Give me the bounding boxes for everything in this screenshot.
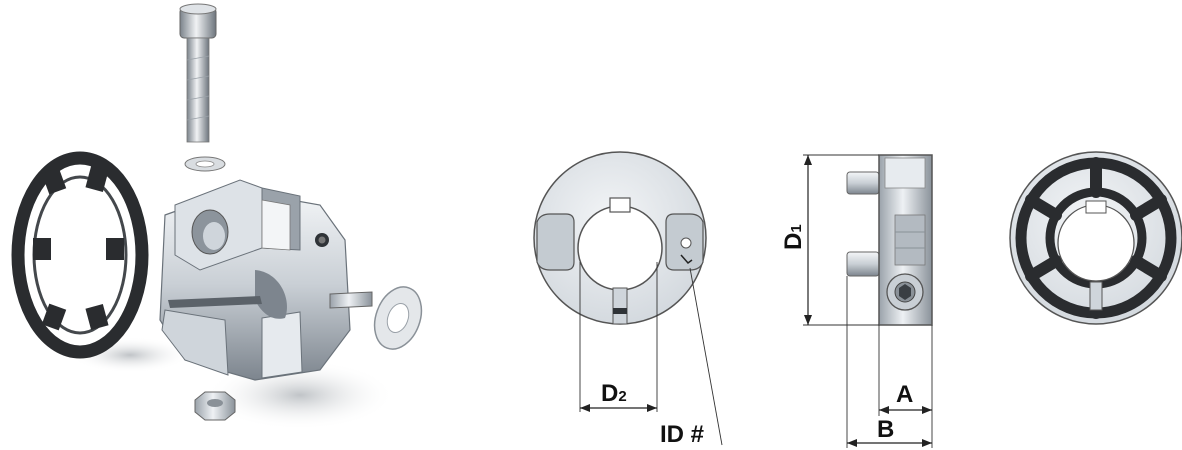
cap-screw-icon <box>179 3 217 143</box>
d1-label: D1 <box>780 224 807 250</box>
b-dimension: B <box>846 276 932 448</box>
id-hash-dimension: ID # <box>660 267 723 448</box>
b-label: B <box>877 416 894 443</box>
coupling-exploded-view-icon <box>11 3 423 430</box>
a-dimension: A <box>878 325 933 448</box>
spider-insert-exploded-icon <box>11 151 149 359</box>
washer-small-icon <box>184 156 226 172</box>
spider-insert-icon <box>1009 151 1182 325</box>
hub-exploded-icon <box>159 179 351 381</box>
id-hash-label: ID # <box>660 421 704 448</box>
d2-label: D2 <box>601 380 627 407</box>
hub-end-view-icon <box>533 151 707 325</box>
a-label: A <box>896 381 913 408</box>
d2-dimension: D2 <box>579 262 658 412</box>
key-icon <box>329 291 373 309</box>
hub-side-view-icon <box>846 154 933 326</box>
d1-dimension: D1 <box>780 154 879 326</box>
washer-large-icon <box>373 286 423 350</box>
hex-nut-icon <box>194 391 236 421</box>
